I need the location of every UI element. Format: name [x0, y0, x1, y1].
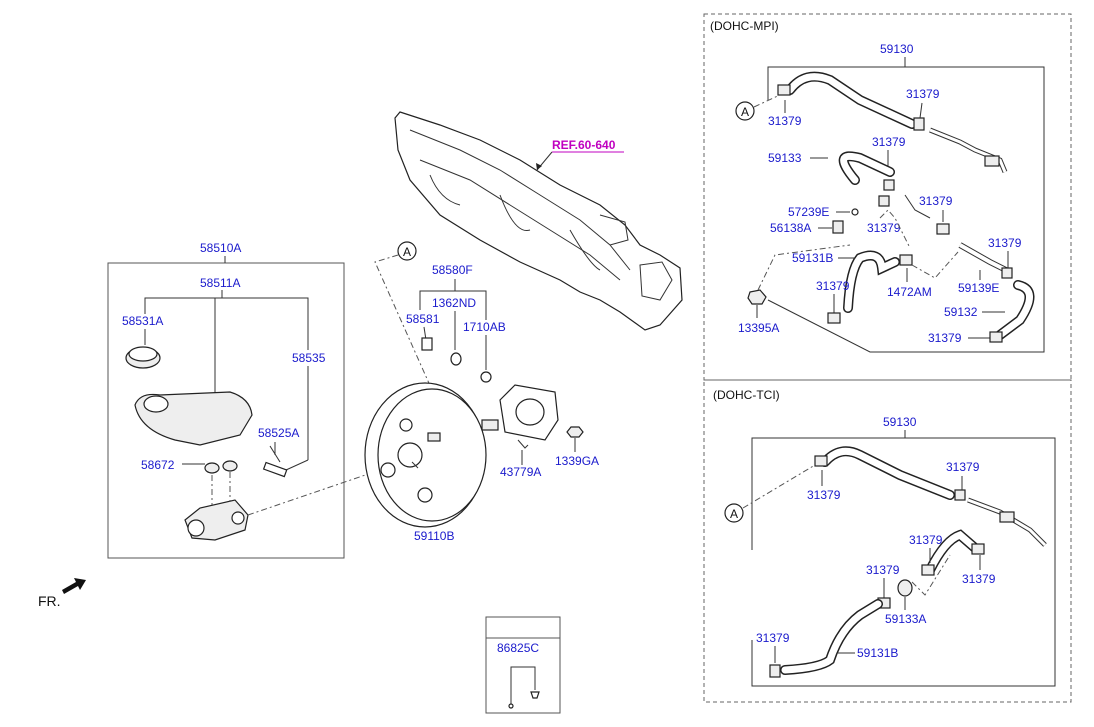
part-86825C-box: [485, 616, 561, 714]
tci-label-59130[interactable]: 59130: [883, 415, 917, 429]
ref-circle-a: [397, 241, 417, 261]
mpi-hose-59133: [840, 152, 894, 184]
label-58510A[interactable]: 58510A: [200, 241, 241, 255]
mpi-hose-59132: [996, 281, 1033, 339]
label-1362ND[interactable]: 1362ND: [432, 296, 476, 310]
svg-text:A: A: [741, 105, 749, 119]
tci-check-valve: [897, 579, 913, 597]
tci-ref-circle-a: [724, 503, 744, 523]
label-58672[interactable]: 58672: [141, 458, 175, 472]
mpi-label-59130[interactable]: 59130: [880, 42, 914, 56]
mpi-label-31379-a[interactable]: 31379: [768, 114, 802, 128]
label-58511A[interactable]: 58511A: [200, 276, 240, 290]
mpi-label-1472AM[interactable]: 1472AM: [887, 285, 932, 299]
mpi-section-box: [703, 13, 1072, 381]
tci-label-59131B[interactable]: 59131B: [857, 646, 898, 660]
mpi-label-31379-h[interactable]: 31379: [928, 331, 962, 345]
front-arrow-icon: [62, 578, 86, 594]
tci-label-31379-f[interactable]: 31379: [756, 631, 790, 645]
tci-label-31379-e[interactable]: 31379: [866, 563, 900, 577]
mpi-label-59139E[interactable]: 59139E: [958, 281, 999, 295]
mpi-label-59132[interactable]: 59132: [944, 305, 978, 319]
tci-section-box: [703, 379, 1072, 703]
label-58580F[interactable]: 58580F: [432, 263, 473, 277]
svg-text:A: A: [730, 507, 738, 521]
pin: [262, 461, 288, 478]
mpi-label-31379-d[interactable]: 31379: [919, 194, 953, 208]
tci-label-31379-b[interactable]: 31379: [946, 460, 980, 474]
clip-43779A: [517, 439, 529, 449]
label-58525A[interactable]: 58525A: [258, 426, 299, 440]
tci-hose-59130: [821, 447, 954, 499]
reference-link[interactable]: REF.60-640: [552, 138, 616, 152]
clip: [450, 352, 462, 366]
mpi-section-title: (DOHC-MPI): [710, 19, 779, 33]
label-43779A[interactable]: 43779A: [500, 465, 541, 479]
mpi-label-31379-c[interactable]: 31379: [872, 135, 906, 149]
mpi-label-31379-b[interactable]: 31379: [906, 87, 940, 101]
mpi-label-57239E[interactable]: 57239E: [788, 205, 829, 219]
front-direction-label: FR.: [38, 593, 61, 609]
bolt: [269, 445, 281, 463]
label-58535[interactable]: 58535: [292, 351, 326, 365]
washer: [480, 371, 492, 383]
tci-label-31379-c[interactable]: 31379: [909, 533, 943, 547]
ref-circle-a-label: A: [403, 245, 411, 259]
label-1710AB[interactable]: 1710AB: [463, 320, 506, 334]
label-86825C[interactable]: 86825C: [497, 641, 539, 655]
nut: [566, 426, 584, 438]
mpi-label-59131B[interactable]: 59131B: [792, 251, 833, 265]
tci-label-31379-a[interactable]: 31379: [807, 488, 841, 502]
mpi-label-31379-e[interactable]: 31379: [867, 221, 901, 235]
mpi-label-31379-g[interactable]: 31379: [816, 279, 850, 293]
mpi-label-59133[interactable]: 59133: [768, 151, 802, 165]
master-cylinder-box: [107, 262, 345, 559]
tci-hose-59131B: [781, 600, 882, 674]
mpi-hose-59131B: [844, 252, 899, 312]
grommet: [204, 462, 220, 474]
label-58581[interactable]: 58581: [406, 312, 440, 326]
label-58531A[interactable]: 58531A: [122, 314, 163, 328]
tci-label-31379-d[interactable]: 31379: [962, 572, 996, 586]
mpi-hose-59130: [786, 73, 916, 128]
clevis-pin: [421, 337, 433, 351]
mpi-label-56138A[interactable]: 56138A: [770, 221, 811, 235]
mpi-ref-circle-a: [735, 101, 755, 121]
mpi-label-31379-f[interactable]: 31379: [988, 236, 1022, 250]
tci-label-59133A[interactable]: 59133A: [885, 612, 926, 626]
tci-section-title: (DOHC-TCI): [713, 388, 780, 402]
label-1339GA[interactable]: 1339GA: [555, 454, 599, 468]
label-59110B[interactable]: 59110B: [414, 529, 454, 543]
mpi-label-13395A[interactable]: 13395A: [738, 321, 779, 335]
dash-panel: [394, 111, 683, 331]
